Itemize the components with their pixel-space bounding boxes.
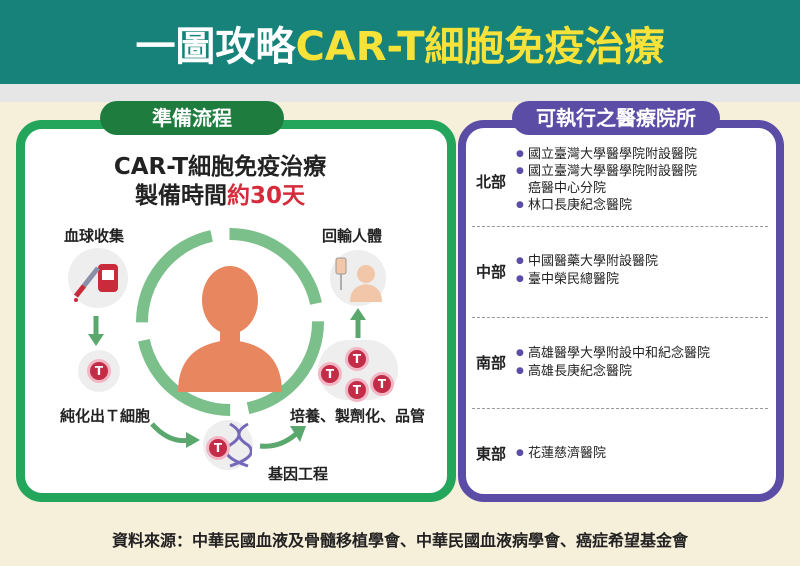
step-return-to-body: 回輸人體 bbox=[322, 227, 383, 245]
hospitals-pill: 可執行之醫療院所 bbox=[512, 101, 720, 135]
region-central: 中部 bbox=[476, 263, 507, 281]
region-south: 南部 bbox=[476, 354, 507, 372]
arrow-up-curve-icon bbox=[259, 426, 306, 449]
arrow-right-curve-icon bbox=[150, 422, 200, 448]
hospital-kaohsiung-cgmh: 高雄長庚紀念醫院 bbox=[516, 363, 632, 380]
source-footer: 資料來源：中華民國血液及骨髓移植學會、中華民國血液病學會、癌症希望基金會 bbox=[111, 531, 688, 550]
banner-underlay bbox=[0, 84, 800, 102]
region-divider bbox=[472, 317, 768, 318]
region-divider bbox=[472, 408, 768, 409]
step-gene-engineering: 基因工程 bbox=[268, 465, 329, 483]
title-main: 一圖攻略 bbox=[135, 24, 296, 70]
dna-icon bbox=[226, 422, 252, 468]
hospital-cmuh: 中國醫藥大學附設醫院 bbox=[516, 253, 658, 270]
t-cell-culture-icon-3: T bbox=[370, 372, 394, 396]
region-east: 東部 bbox=[476, 445, 507, 463]
blood-bag-syringe-icon bbox=[74, 264, 118, 302]
t-cell-gene-icon: T bbox=[206, 436, 230, 460]
prep-time-value: 約30天 bbox=[226, 183, 305, 209]
process-heading-line1: CAR-T細胞免疫治療 bbox=[113, 154, 327, 180]
region-north: 北部 bbox=[476, 173, 507, 191]
arrow-down-icon bbox=[88, 316, 104, 346]
step-blood-collection: 血球收集 bbox=[64, 227, 125, 245]
t-cell-culture-icon-1: T bbox=[318, 362, 342, 386]
region-divider bbox=[472, 226, 768, 227]
hospital-kmuh: 高雄醫學大學附設中和紀念醫院 bbox=[516, 345, 710, 362]
prep-time-label: 製備時間 bbox=[134, 183, 227, 209]
process-cycle-graphic bbox=[136, 228, 324, 416]
person-silhouette-icon bbox=[178, 266, 282, 392]
preparation-pill: 準備流程 bbox=[100, 101, 284, 135]
step-culture: 培養、製劑化、品管 bbox=[290, 407, 426, 425]
hospital-linkou-cgmh: 林口長庚紀念醫院 bbox=[516, 197, 632, 214]
hospital-tzu-chi: 花蓮慈濟醫院 bbox=[516, 445, 606, 462]
t-cell-icon: T bbox=[87, 359, 111, 383]
page-title: 一圖攻略CAR-T細胞免疫治療 bbox=[0, 14, 800, 72]
t-cell-culture-icon-4: T bbox=[345, 378, 369, 402]
hospital-ntuh: 國立臺灣大學醫學院附設醫院 bbox=[516, 146, 697, 163]
hospital-tcvgh: 臺中榮民總醫院 bbox=[516, 271, 619, 288]
title-highlight: CAR-T細胞免疫治療 bbox=[295, 24, 665, 70]
hospital-ntuh-cancer-cont: 癌醫中心分院 bbox=[528, 181, 607, 196]
process-heading-line2: 製備時間約30天 bbox=[100, 182, 340, 211]
hospital-ntuh-cancer: 國立臺灣大學醫學院附設醫院 bbox=[516, 163, 697, 180]
title-banner bbox=[0, 0, 800, 84]
process-heading: CAR-T細胞免疫治療 製備時間約30天 bbox=[100, 153, 340, 211]
arrow-up-icon bbox=[350, 308, 366, 338]
iv-drip-person-icon bbox=[335, 257, 382, 302]
hospitals-panel bbox=[458, 120, 784, 502]
cycle-ring-outer bbox=[136, 228, 324, 416]
t-cell-culture-icon-2: T bbox=[345, 347, 369, 371]
step-purify-t-cell: 純化出Ｔ細胞 bbox=[60, 407, 151, 425]
